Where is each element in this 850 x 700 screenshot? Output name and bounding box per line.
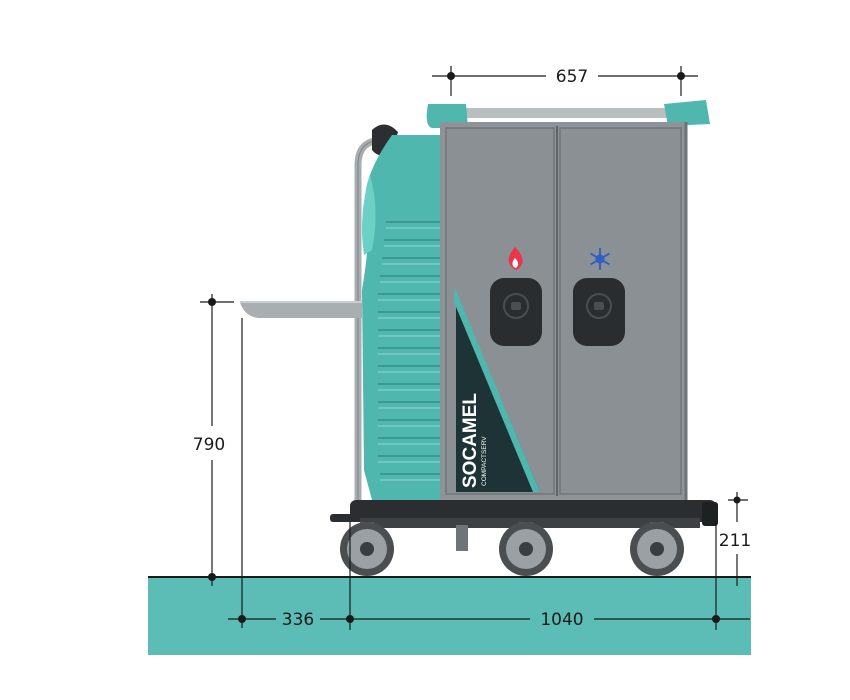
brand-name: SOCAMEL — [460, 393, 481, 488]
label-tray-depth: 336 — [282, 610, 314, 630]
dimension-tray-height — [200, 294, 243, 628]
snowflake-icon — [590, 248, 610, 270]
label-base-height: 211 — [719, 531, 751, 551]
top-bumper-right — [664, 100, 710, 126]
side-ribs — [378, 221, 440, 481]
wheel-middle — [499, 522, 553, 576]
label-tray-height: 790 — [193, 435, 225, 455]
label-base-length: 1040 — [540, 610, 583, 630]
door-handle-right[interactable] — [573, 278, 625, 346]
side-tray — [240, 302, 362, 318]
dimension-top-width — [432, 66, 698, 96]
floor-band — [148, 577, 751, 655]
wheel-rear — [340, 522, 394, 576]
wheel-front — [630, 522, 684, 576]
base-chassis — [350, 500, 716, 522]
flame-icon — [508, 247, 523, 270]
door-handle-left[interactable] — [490, 278, 542, 346]
dimension-base-height — [728, 492, 748, 586]
brand-model: COMPACTSERV — [481, 436, 488, 486]
dimension-base-length — [349, 520, 750, 630]
label-top-width: 657 — [556, 67, 588, 87]
top-rail — [440, 108, 690, 118]
